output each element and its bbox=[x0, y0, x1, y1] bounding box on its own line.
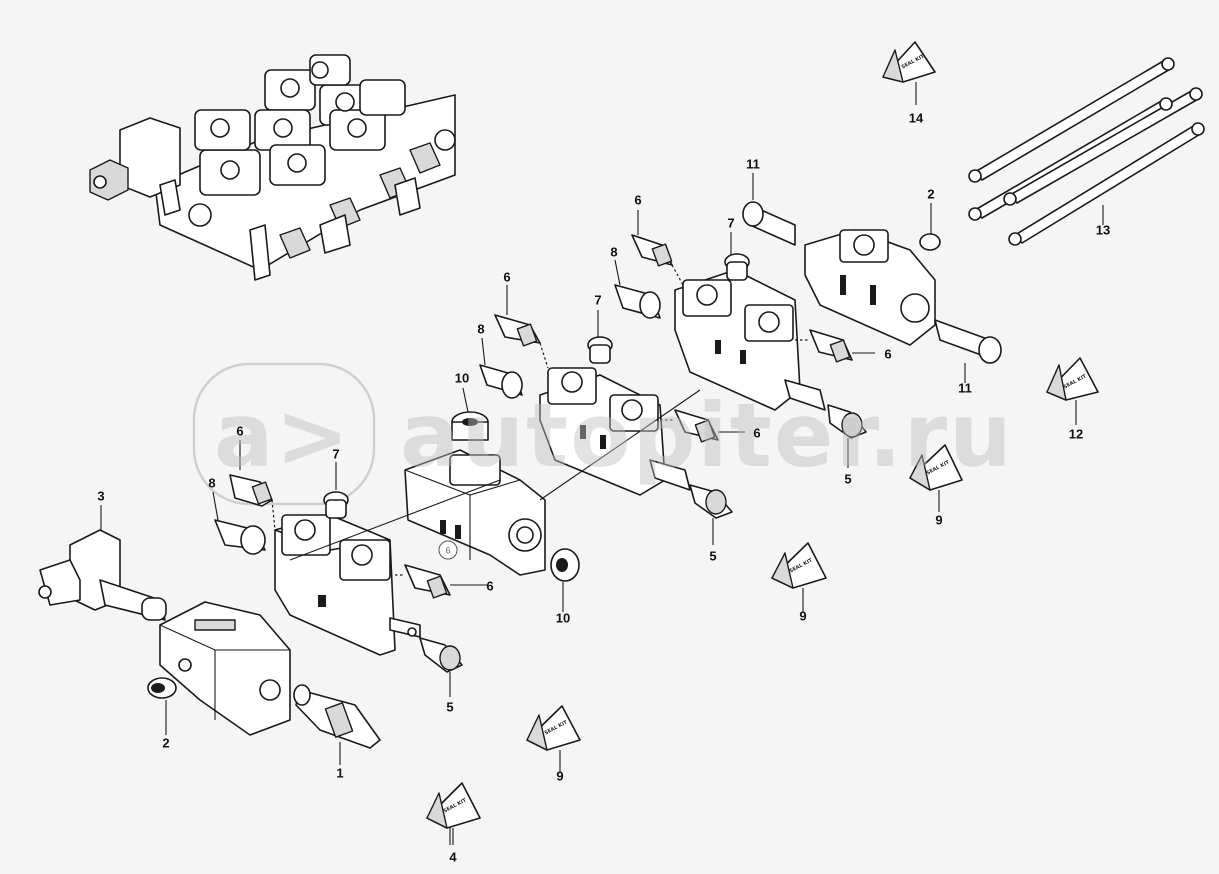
seal-kit-12 bbox=[1046, 357, 1099, 425]
callout-9-low: 9 bbox=[556, 768, 564, 784]
seal-kit-9-right bbox=[909, 444, 963, 512]
callout-2-left: 2 bbox=[162, 735, 170, 751]
callout-9-mid: 9 bbox=[799, 608, 807, 624]
seal-kit-9-low bbox=[526, 705, 581, 772]
callout-13: 13 bbox=[1095, 222, 1111, 238]
callout-11-right: 11 bbox=[958, 380, 972, 396]
connector-lines bbox=[271, 264, 810, 576]
tie-rods bbox=[968, 57, 1205, 246]
callout-8-a: 8 bbox=[208, 475, 216, 491]
callout-5-mid: 5 bbox=[709, 548, 717, 564]
tube-11-top bbox=[742, 201, 796, 246]
callout-10-bottom: 10 bbox=[555, 610, 571, 626]
relief-8-c bbox=[479, 364, 523, 399]
callout-3: 3 bbox=[97, 488, 105, 504]
callout-5-low: 5 bbox=[446, 699, 454, 715]
callout-6-f: 6 bbox=[884, 346, 892, 362]
watermark-logo-text: a> bbox=[214, 384, 352, 487]
callout-8-b: 8 bbox=[477, 321, 485, 337]
work-section-1 bbox=[274, 514, 421, 656]
cap-7-e bbox=[724, 253, 750, 281]
plug-2-right bbox=[919, 233, 941, 251]
cap-7-left bbox=[323, 491, 349, 519]
callout-2-right: 2 bbox=[927, 186, 935, 202]
callout-11-top: 11 bbox=[746, 156, 760, 172]
tube-11-right bbox=[934, 319, 1002, 364]
callout-7-c: 7 bbox=[727, 215, 735, 231]
solenoid-valve-3 bbox=[38, 529, 167, 621]
callout-9-right: 9 bbox=[935, 512, 943, 528]
callout-6-e: 6 bbox=[753, 425, 761, 441]
fitting-6-d bbox=[674, 409, 719, 443]
plug-10-top bbox=[451, 411, 489, 441]
plug-10-bottom bbox=[550, 548, 580, 582]
relief-8-left bbox=[214, 519, 266, 555]
relief-cartridge-1 bbox=[293, 684, 381, 749]
callout-12: 12 bbox=[1068, 426, 1084, 442]
callout-10-top: 10 bbox=[454, 370, 470, 386]
cap-7-c bbox=[587, 336, 613, 364]
callout-5-top: 5 bbox=[844, 471, 852, 487]
seal-kit-4 bbox=[426, 782, 481, 845]
plug-2-left bbox=[147, 677, 177, 699]
outlet-section bbox=[404, 449, 546, 576]
handle-5-low bbox=[419, 637, 463, 673]
callout-7-b: 7 bbox=[594, 292, 602, 308]
fitting-6-f bbox=[809, 329, 853, 363]
callout-6-b: 6 bbox=[503, 269, 511, 285]
seal-kit-14 bbox=[882, 41, 936, 105]
leader-lines bbox=[100, 173, 1104, 845]
callout-14: 14 bbox=[908, 110, 924, 126]
relief-8-e bbox=[614, 284, 661, 319]
fitting-6-e bbox=[631, 234, 673, 267]
seal-kit-9-mid bbox=[771, 542, 827, 612]
work-section-3 bbox=[674, 269, 826, 411]
callout-6-a: 6 bbox=[236, 423, 244, 439]
watermark-site-text: autopiter.ru bbox=[400, 384, 1014, 487]
callout-6-d: 6 bbox=[486, 578, 494, 594]
watermark-logo bbox=[192, 362, 376, 506]
callout-8-c: 8 bbox=[610, 244, 618, 260]
assembled-valve-image bbox=[89, 54, 456, 281]
end-cover bbox=[804, 229, 936, 346]
work-section-2 bbox=[539, 367, 691, 496]
callout-6-circle: 6 bbox=[445, 545, 451, 556]
fitting-6-mid-low bbox=[404, 564, 451, 599]
fitting-6-c bbox=[494, 314, 541, 347]
fitting-6-left bbox=[229, 474, 273, 507]
callout-4: 4 bbox=[449, 849, 457, 865]
handle-5-top bbox=[827, 404, 867, 439]
inlet-section bbox=[159, 601, 291, 736]
callout-6-c: 6 bbox=[634, 192, 642, 208]
callout-1: 1 bbox=[336, 765, 344, 781]
handle-5-mid bbox=[689, 484, 733, 519]
callout-7-a: 7 bbox=[332, 446, 340, 462]
